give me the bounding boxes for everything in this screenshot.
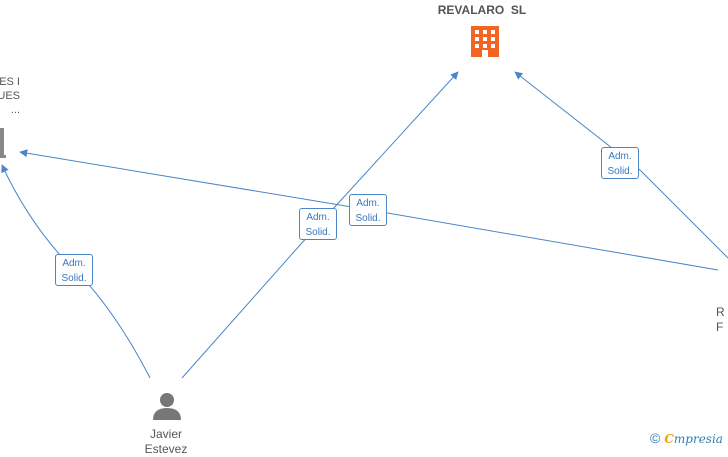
right-node-label[interactable]: R F — [716, 305, 725, 335]
brand-rest: mpresia — [673, 432, 723, 446]
edge-label-line: Solid. — [305, 227, 331, 238]
edge-label-line: Solid. — [61, 273, 87, 284]
right-node-label-line: F — [716, 320, 724, 334]
edge-label-line: Adm. — [608, 151, 632, 162]
edge-label-right-revalaro[interactable]: Adm. Solid. — [601, 147, 639, 179]
edge-label-person-revalaro[interactable]: Adm. Solid. — [299, 208, 337, 240]
left-company-label-line: ES I — [0, 76, 20, 88]
person-name[interactable]: Javier Estevez — [126, 427, 206, 457]
edge-label-person-left[interactable]: Adm. Solid. — [55, 254, 93, 286]
empresia-watermark[interactable]: ©Cmpresia — [650, 430, 723, 446]
edge-label-line: Solid. — [355, 213, 381, 224]
building-icon[interactable] — [0, 128, 6, 158]
edge-label-line: Adm. — [62, 258, 86, 269]
left-company-label-line: ... — [10, 104, 20, 116]
person-name-line: Javier — [149, 427, 182, 441]
person-icon[interactable] — [153, 393, 181, 420]
building-icon[interactable] — [471, 26, 499, 57]
left-company-label[interactable]: ES I UES ... — [0, 75, 20, 117]
edge-label-line: Adm. — [356, 198, 380, 209]
copyright-icon: © — [650, 430, 661, 446]
brand-name: Cmpresia — [664, 432, 723, 446]
right-node-label-line: R — [716, 305, 725, 319]
edge-person-to-revalaro — [181, 71, 459, 379]
edge-label-right-left[interactable]: Adm. Solid. — [349, 194, 387, 226]
edge-label-line: Solid. — [607, 166, 633, 177]
brand-initial: C — [664, 432, 674, 446]
left-company-label-line: UES — [0, 90, 20, 102]
edge-right-to-revalaro — [514, 71, 728, 259]
edge-label-line: Adm. — [306, 212, 330, 223]
company-name[interactable]: REVALARO SL — [437, 3, 527, 17]
